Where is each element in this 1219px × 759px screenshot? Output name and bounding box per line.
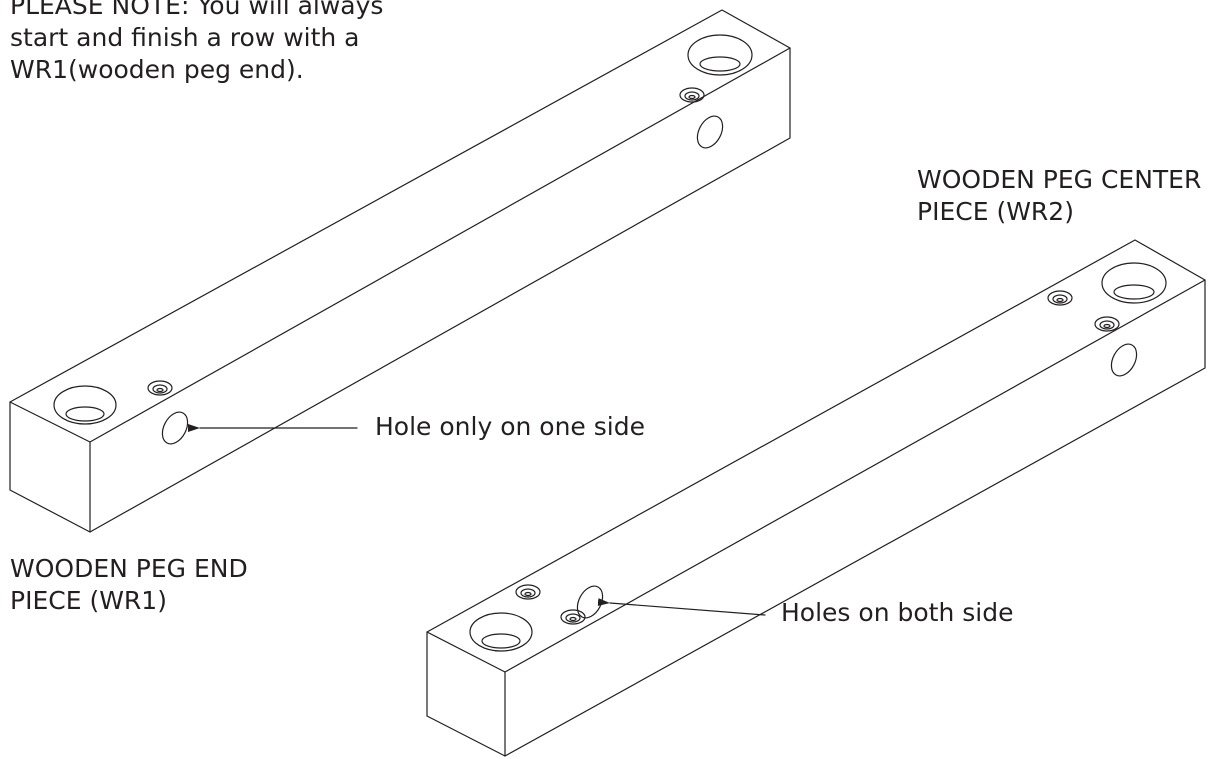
wr1-large-hole-far [687,34,753,76]
wr2-large-hole-far [1101,262,1167,304]
wr1-left-face [9,401,91,533]
wr2-callout-text: Holes on both side [781,598,1014,627]
wr1-small-hole-far [679,87,705,103]
wr2-large-hole-near [469,612,533,652]
wr2-label-line-2: PIECE (WR2) [917,197,1074,226]
wr2-small-hole-far-b [1094,316,1120,332]
wr2-piece-label: WOODEN PEG CENTER PIECE (WR2) [917,164,1201,228]
wr1-large-hole-near [53,385,117,425]
wr2-left-face [426,631,506,757]
wr2-side-hole-near [576,585,604,619]
wr2-small-hole-near-a [515,584,541,600]
wr2-callout-arrow [597,598,766,616]
wr2-side-hole-far [1110,343,1138,377]
note-line-2: start and finish a row with a [10,23,360,52]
wr1-piece-label: WOODEN PEG END PIECE (WR1) [10,553,248,617]
wr2-label-line-1: WOODEN PEG CENTER [917,165,1202,194]
wr1-label-line-2: PIECE (WR1) [10,586,167,615]
note-line-3: WR1(wooden peg end). [10,55,304,84]
wr2-small-hole-near-b [560,609,586,625]
wr2-center-piece [426,239,1206,757]
wr1-callout-text: Hole only on one side [375,412,645,441]
wr1-label-line-1: WOODEN PEG END [10,554,248,583]
wr1-small-hole-near [147,380,173,396]
wr1-end-piece [9,9,791,533]
wr2-small-hole-far-a [1047,290,1073,306]
note-line-1: PLEASE NOTE: You will always [10,0,384,20]
please-note-text: PLEASE NOTE: You will always start and f… [10,0,383,86]
wr1-side-face [89,47,791,533]
wr1-side-hole-near [161,411,189,445]
wr1-side-hole-far [696,115,724,149]
wr2-side-face [504,279,1206,757]
